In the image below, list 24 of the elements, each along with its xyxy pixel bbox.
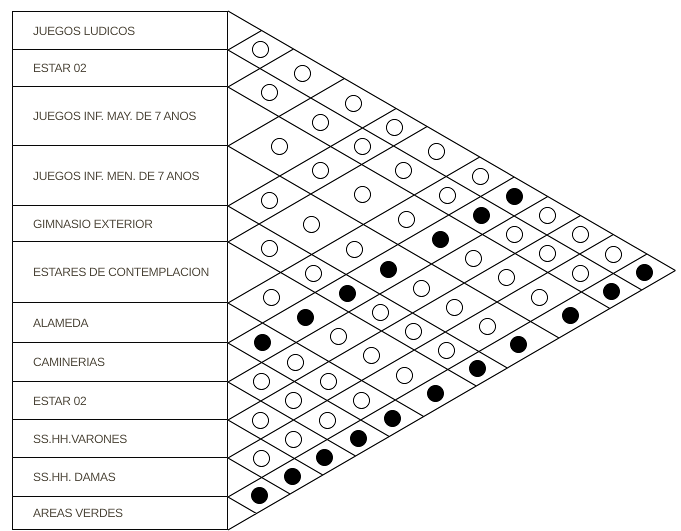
space-label-box	[12, 50, 228, 87]
space-label-box	[12, 382, 228, 420]
space-label-box	[12, 303, 228, 343]
space-name: JUEGOS INF. MEN. DE 7 ANOS	[33, 168, 200, 184]
space-label-box	[12, 343, 228, 382]
space-label-box	[12, 11, 228, 50]
space-label-box	[12, 146, 228, 206]
space-name: ESTARES DE CONTEMPLACION	[33, 264, 209, 281]
space-label-box	[12, 458, 228, 497]
space-label-box	[12, 206, 228, 242]
space-name: CAMINERIAS	[33, 354, 105, 371]
space-label-box	[12, 242, 228, 303]
space-name: SS.HH.VARONES	[33, 430, 127, 448]
space-label-box	[12, 420, 228, 458]
space-name: SS.HH. DAMAS	[33, 469, 116, 486]
space-name: ESTAR 02	[33, 392, 86, 410]
space-name: ALAMEDA	[33, 314, 88, 332]
space-name: AREAS VERDES	[33, 505, 123, 522]
space-label-box	[12, 87, 228, 146]
space-name: JUEGOS LUDICOS	[33, 22, 135, 40]
space-name: JUEGOS INF. MAY. DE 7 ANOS	[33, 108, 196, 125]
space-name: ESTAR 02	[33, 60, 86, 77]
space-label-box	[12, 497, 228, 530]
space-name: GIMNASIO EXTERIOR	[33, 216, 153, 232]
